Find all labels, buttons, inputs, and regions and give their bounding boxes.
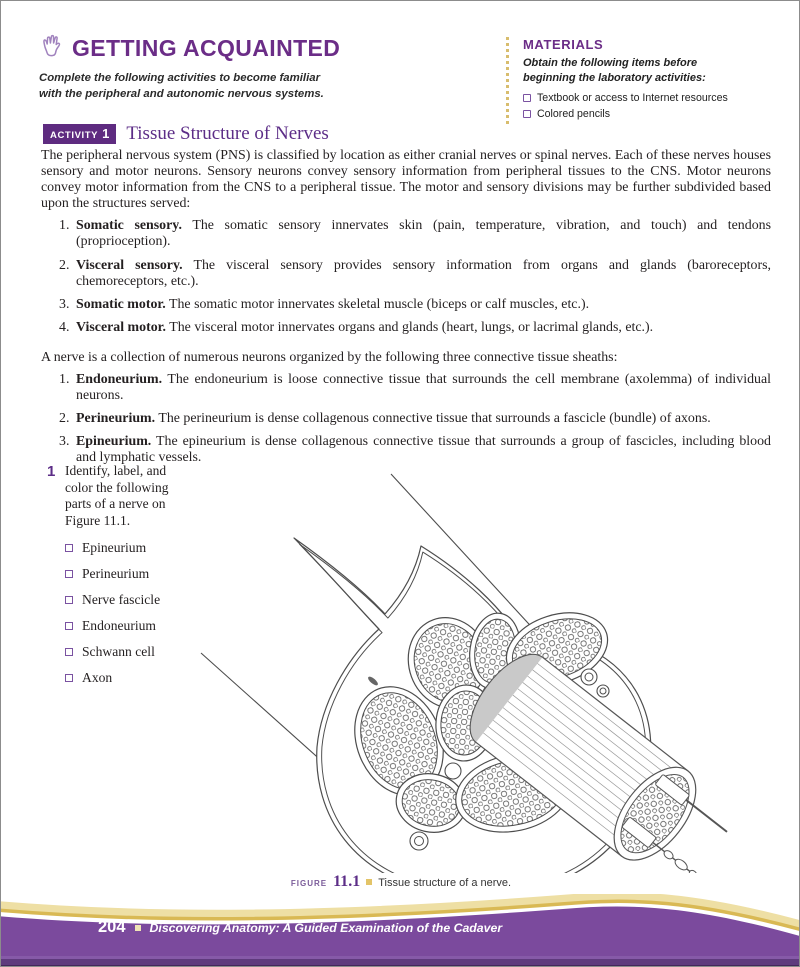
- activity-heading: ACTIVITY 1 Tissue Structure of Nerves: [43, 123, 329, 145]
- figure-number: 11.1: [333, 873, 361, 890]
- activity-badge-label: ACTIVITY: [50, 130, 99, 141]
- materials-item-label: Textbook or access to Internet resources: [537, 91, 728, 104]
- checklist-item: Schwann cell: [65, 644, 187, 660]
- checkbox-icon: [65, 673, 73, 682]
- checklist-item: Nerve fascicle: [65, 592, 187, 608]
- checklist-label: Nerve fascicle: [82, 592, 161, 607]
- list-item: 1. Somatic sensory. The somatic sensory …: [59, 218, 771, 250]
- activity-badge: ACTIVITY 1: [43, 124, 117, 144]
- checklist-label: Endoneurium: [82, 618, 156, 633]
- page-number: 204: [98, 918, 126, 936]
- checklist-label: Schwann cell: [82, 644, 155, 659]
- checklist-item: Perineurium: [65, 566, 187, 582]
- page-title: GETTING ACQUAINTED: [72, 35, 341, 61]
- activity-badge-number: 1: [102, 126, 110, 141]
- figure-label: FIGURE: [290, 879, 328, 888]
- checklist-label: Epineurium: [82, 540, 147, 555]
- checklist-label: Perineurium: [82, 566, 150, 581]
- question-prompt: Identify, label, and color the following…: [65, 463, 169, 528]
- footer: 204 Discovering Anatomy: A Guided Examin…: [98, 918, 502, 937]
- checkbox-icon: [65, 647, 73, 656]
- question-1: 1 Identify, label, and color the followi…: [47, 463, 187, 696]
- list-item: 3. Somatic motor. The somatic motor inne…: [59, 296, 590, 312]
- list-item: 4. Visceral motor. The visceral motor in…: [59, 319, 654, 335]
- checkbox-icon: [65, 543, 73, 552]
- caption-square-icon: [366, 879, 373, 885]
- sheaths-intro: A nerve is a collection of numerous neur…: [41, 349, 618, 365]
- section-header: GETTING ACQUAINTED Complete the followin…: [39, 33, 340, 102]
- footer-bullet-icon: [134, 924, 141, 931]
- hand-icon: [39, 33, 65, 64]
- materials-item-label: Colored pencils: [537, 107, 611, 120]
- checkbox-icon: [65, 621, 73, 630]
- list-item: 2. Perineurium. The perineurium is dense…: [59, 411, 711, 427]
- activity-title: Tissue Structure of Nerves: [126, 123, 329, 144]
- nerve-diagram: [200, 473, 728, 873]
- checklist-item: Axon: [65, 670, 187, 686]
- checkbox-icon: [523, 93, 531, 102]
- sheaths-list: 1. Endoneurium. The endoneurium is loose…: [59, 372, 771, 466]
- checkbox-icon: [65, 595, 73, 604]
- list-item: 3. Epineurium. The epineurium is dense c…: [59, 434, 771, 466]
- list-item: 1. Endoneurium. The endoneurium is loose…: [59, 372, 771, 404]
- figure-caption-text: Tissue structure of a nerve.: [378, 877, 512, 889]
- figure-caption: FIGURE 11.1 Tissue structure of a nerve.: [1, 873, 799, 891]
- checklist-item: Endoneurium: [65, 618, 187, 634]
- materials-item: Textbook or access to Internet resources: [523, 92, 774, 104]
- checkbox-icon: [65, 569, 73, 578]
- book-title: Discovering Anatomy: A Guided Examinatio…: [149, 920, 503, 935]
- materials-item: Colored pencils: [523, 108, 774, 120]
- checklist-label: Axon: [82, 670, 113, 685]
- question-checklist: Epineurium Perineurium Nerve fascicle En…: [65, 540, 187, 686]
- section-subtitle: Complete the following activities to bec…: [39, 72, 324, 100]
- intro-paragraph: The peripheral nervous system (PNS) is c…: [41, 148, 771, 212]
- body-copy: The peripheral nervous system (PNS) is c…: [41, 148, 771, 474]
- question-number: 1: [47, 463, 56, 480]
- list-item: 2. Visceral sensory. The visceral sensor…: [59, 257, 771, 289]
- checkbox-icon: [523, 109, 531, 118]
- footer-band: [1, 894, 799, 966]
- checklist-item: Epineurium: [65, 540, 187, 556]
- divisions-list: 1. Somatic sensory. The somatic sensory …: [59, 218, 771, 336]
- materials-box: MATERIALS Obtain the following items bef…: [506, 37, 774, 124]
- materials-intro: Obtain the following items before beginn…: [523, 57, 706, 84]
- materials-title: MATERIALS: [523, 37, 604, 52]
